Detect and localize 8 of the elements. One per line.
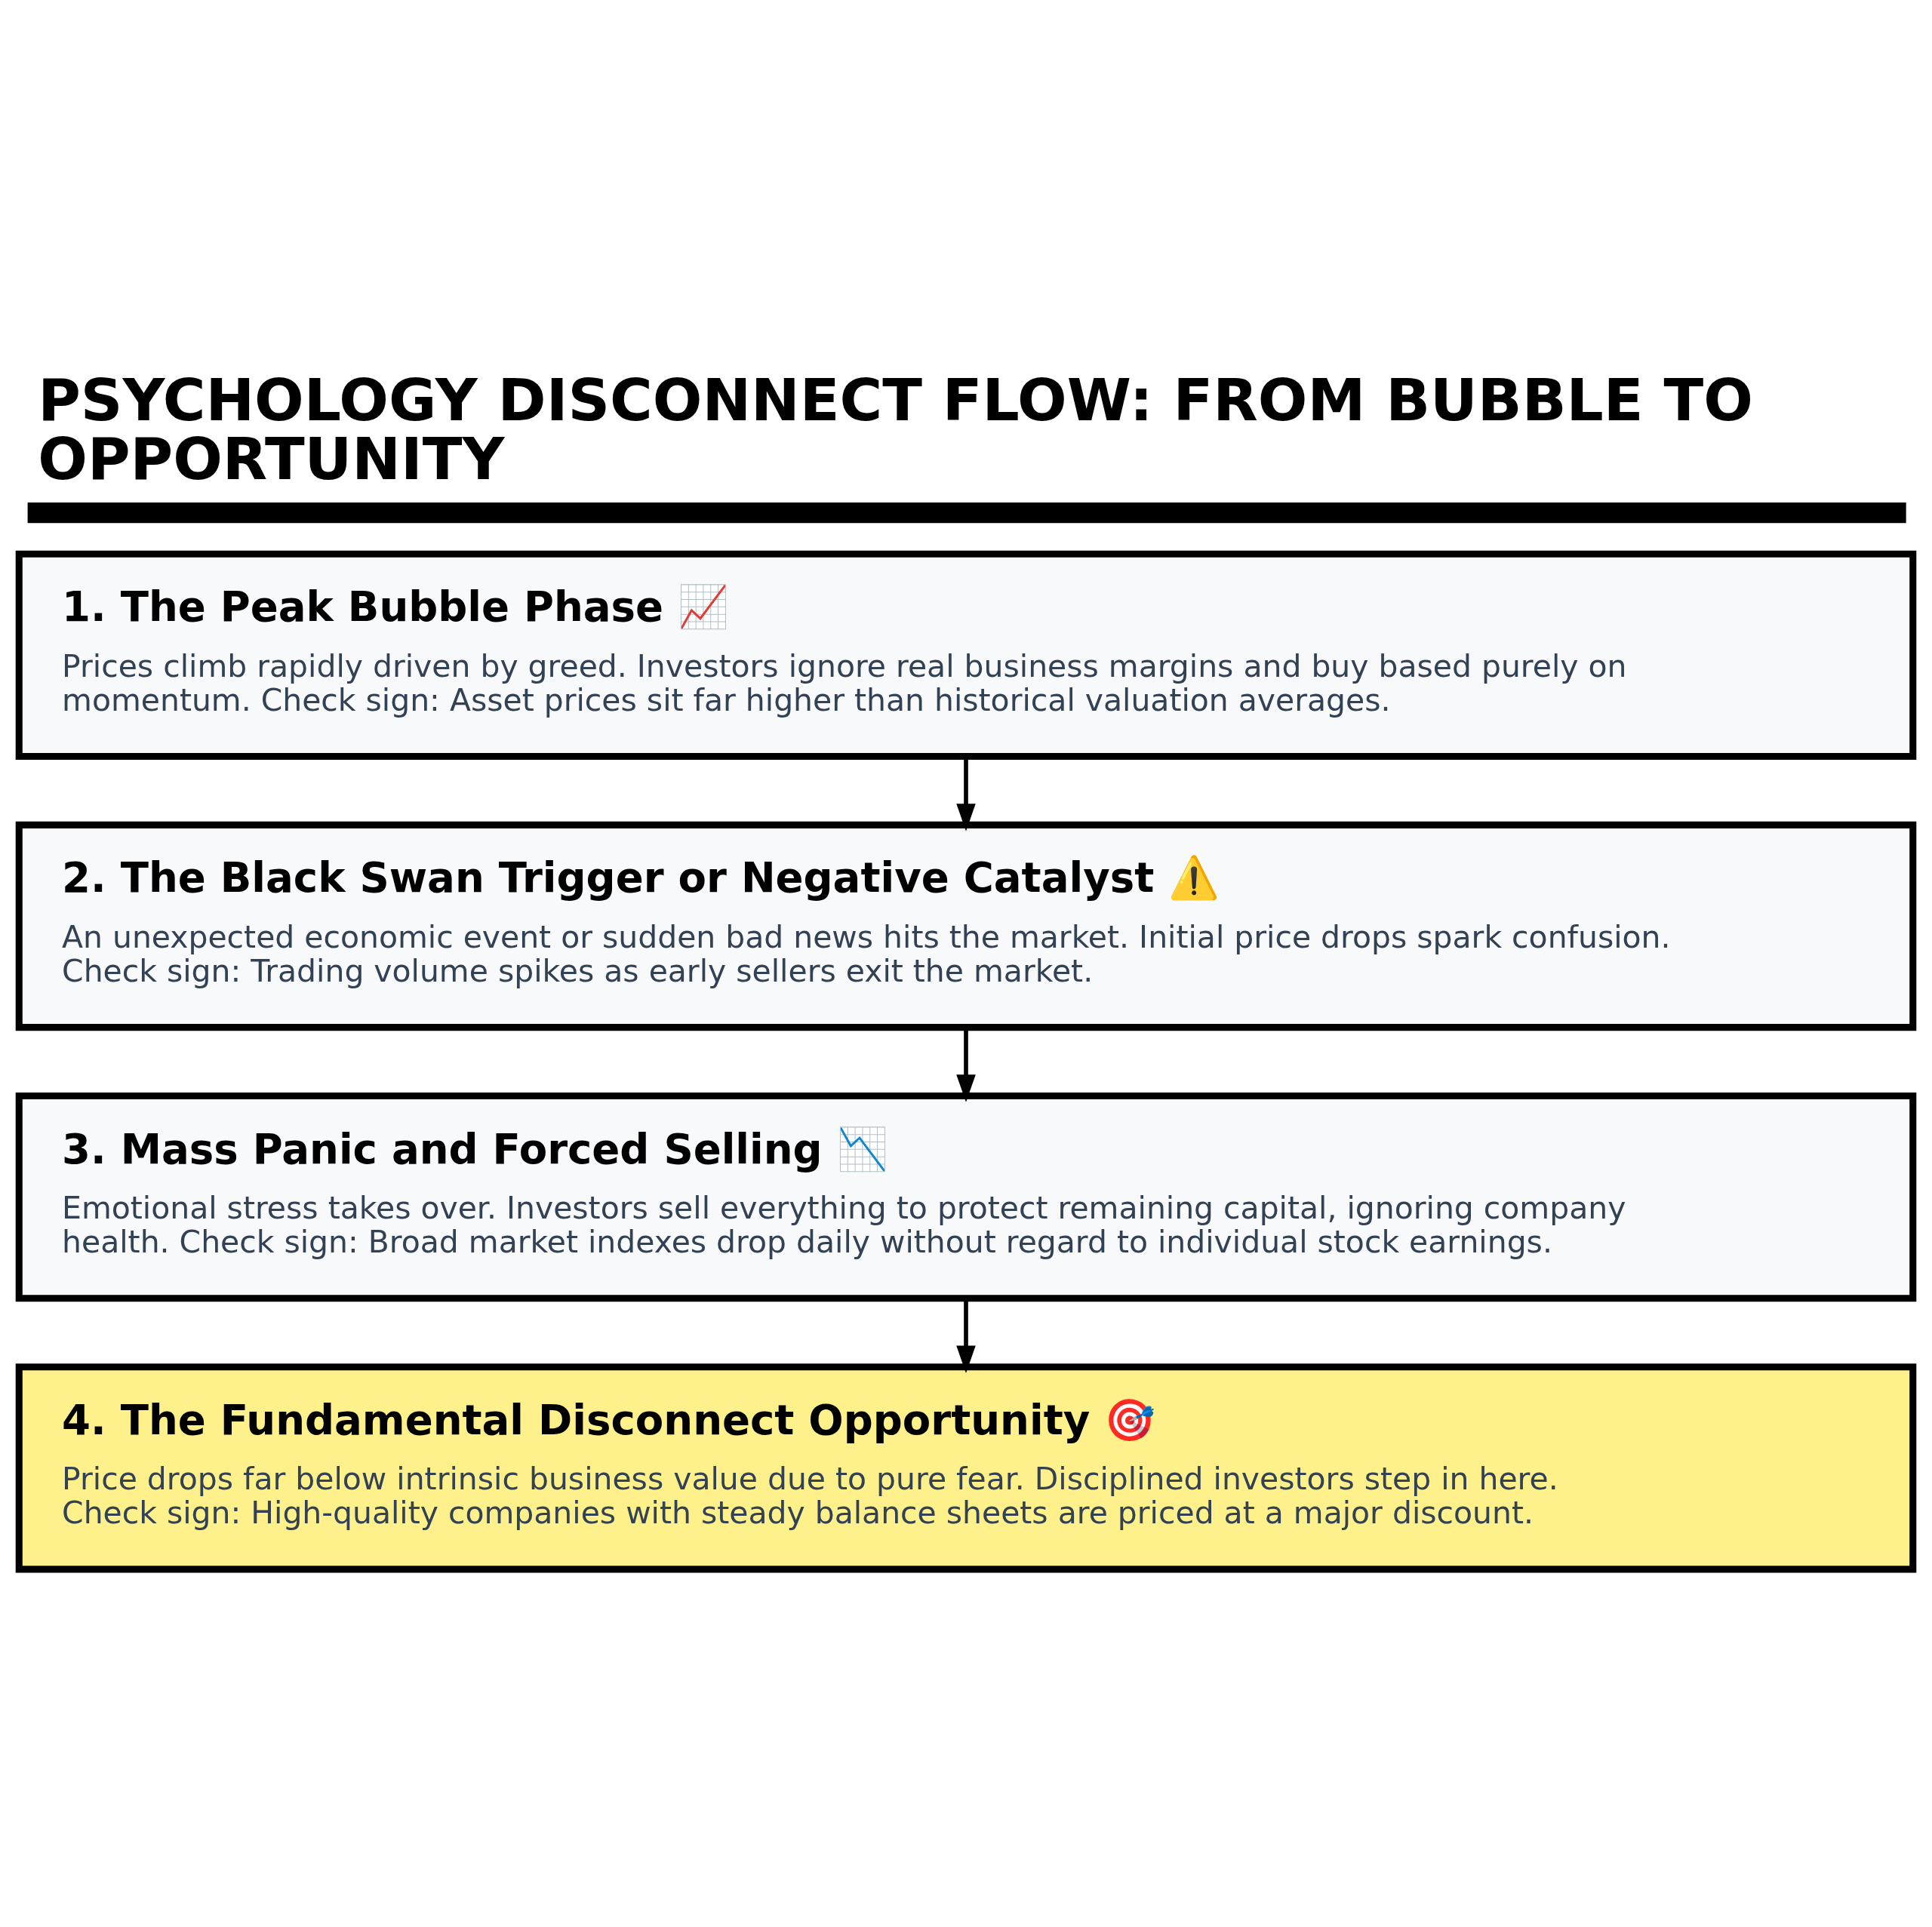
- node-box: 3. Mass Panic and Forced Selling 📉 Emotional stress takes over. Investors sell everything to protect remaining capital, ignoring company health. Check sign: Broad market indexes drop daily without regard to individual stock earnings.: [15, 1092, 1917, 1302]
- node-box: 1. The Peak Bubble Phase 📈 Prices climb rapidly driven by greed. Investors ignore real business margins and buy based purely on momentum. Check sign: Asset prices sit far higher than historical valuation averages.: [15, 550, 1917, 760]
- arrow: [956, 1027, 976, 1102]
- arrow: [956, 1298, 976, 1373]
- arrow: [956, 756, 976, 831]
- node-box: 2. The Black Swan Trigger or Negative Catalyst ⚠ An unexpected economic event or sudden bad news hits the market. Initial price drops spark confusion. Check sign: Trading volume spikes as early sellers exit the market.: [15, 821, 1917, 1031]
- diagram-title: PSYCHOLOGY DISCONNECT FLOW: FROM BUBBLE TO OPPORTUNITY: [38, 365, 1753, 493]
- node-box: 4. The Fundamental Disconnect Opportunity 🎯 Price drops far below intrinsic business value due to pure fear. Disciplined investors step in here. Check sign: High-quality companies with steady balance sheets are priced at a major discount.: [15, 1363, 1917, 1572]
